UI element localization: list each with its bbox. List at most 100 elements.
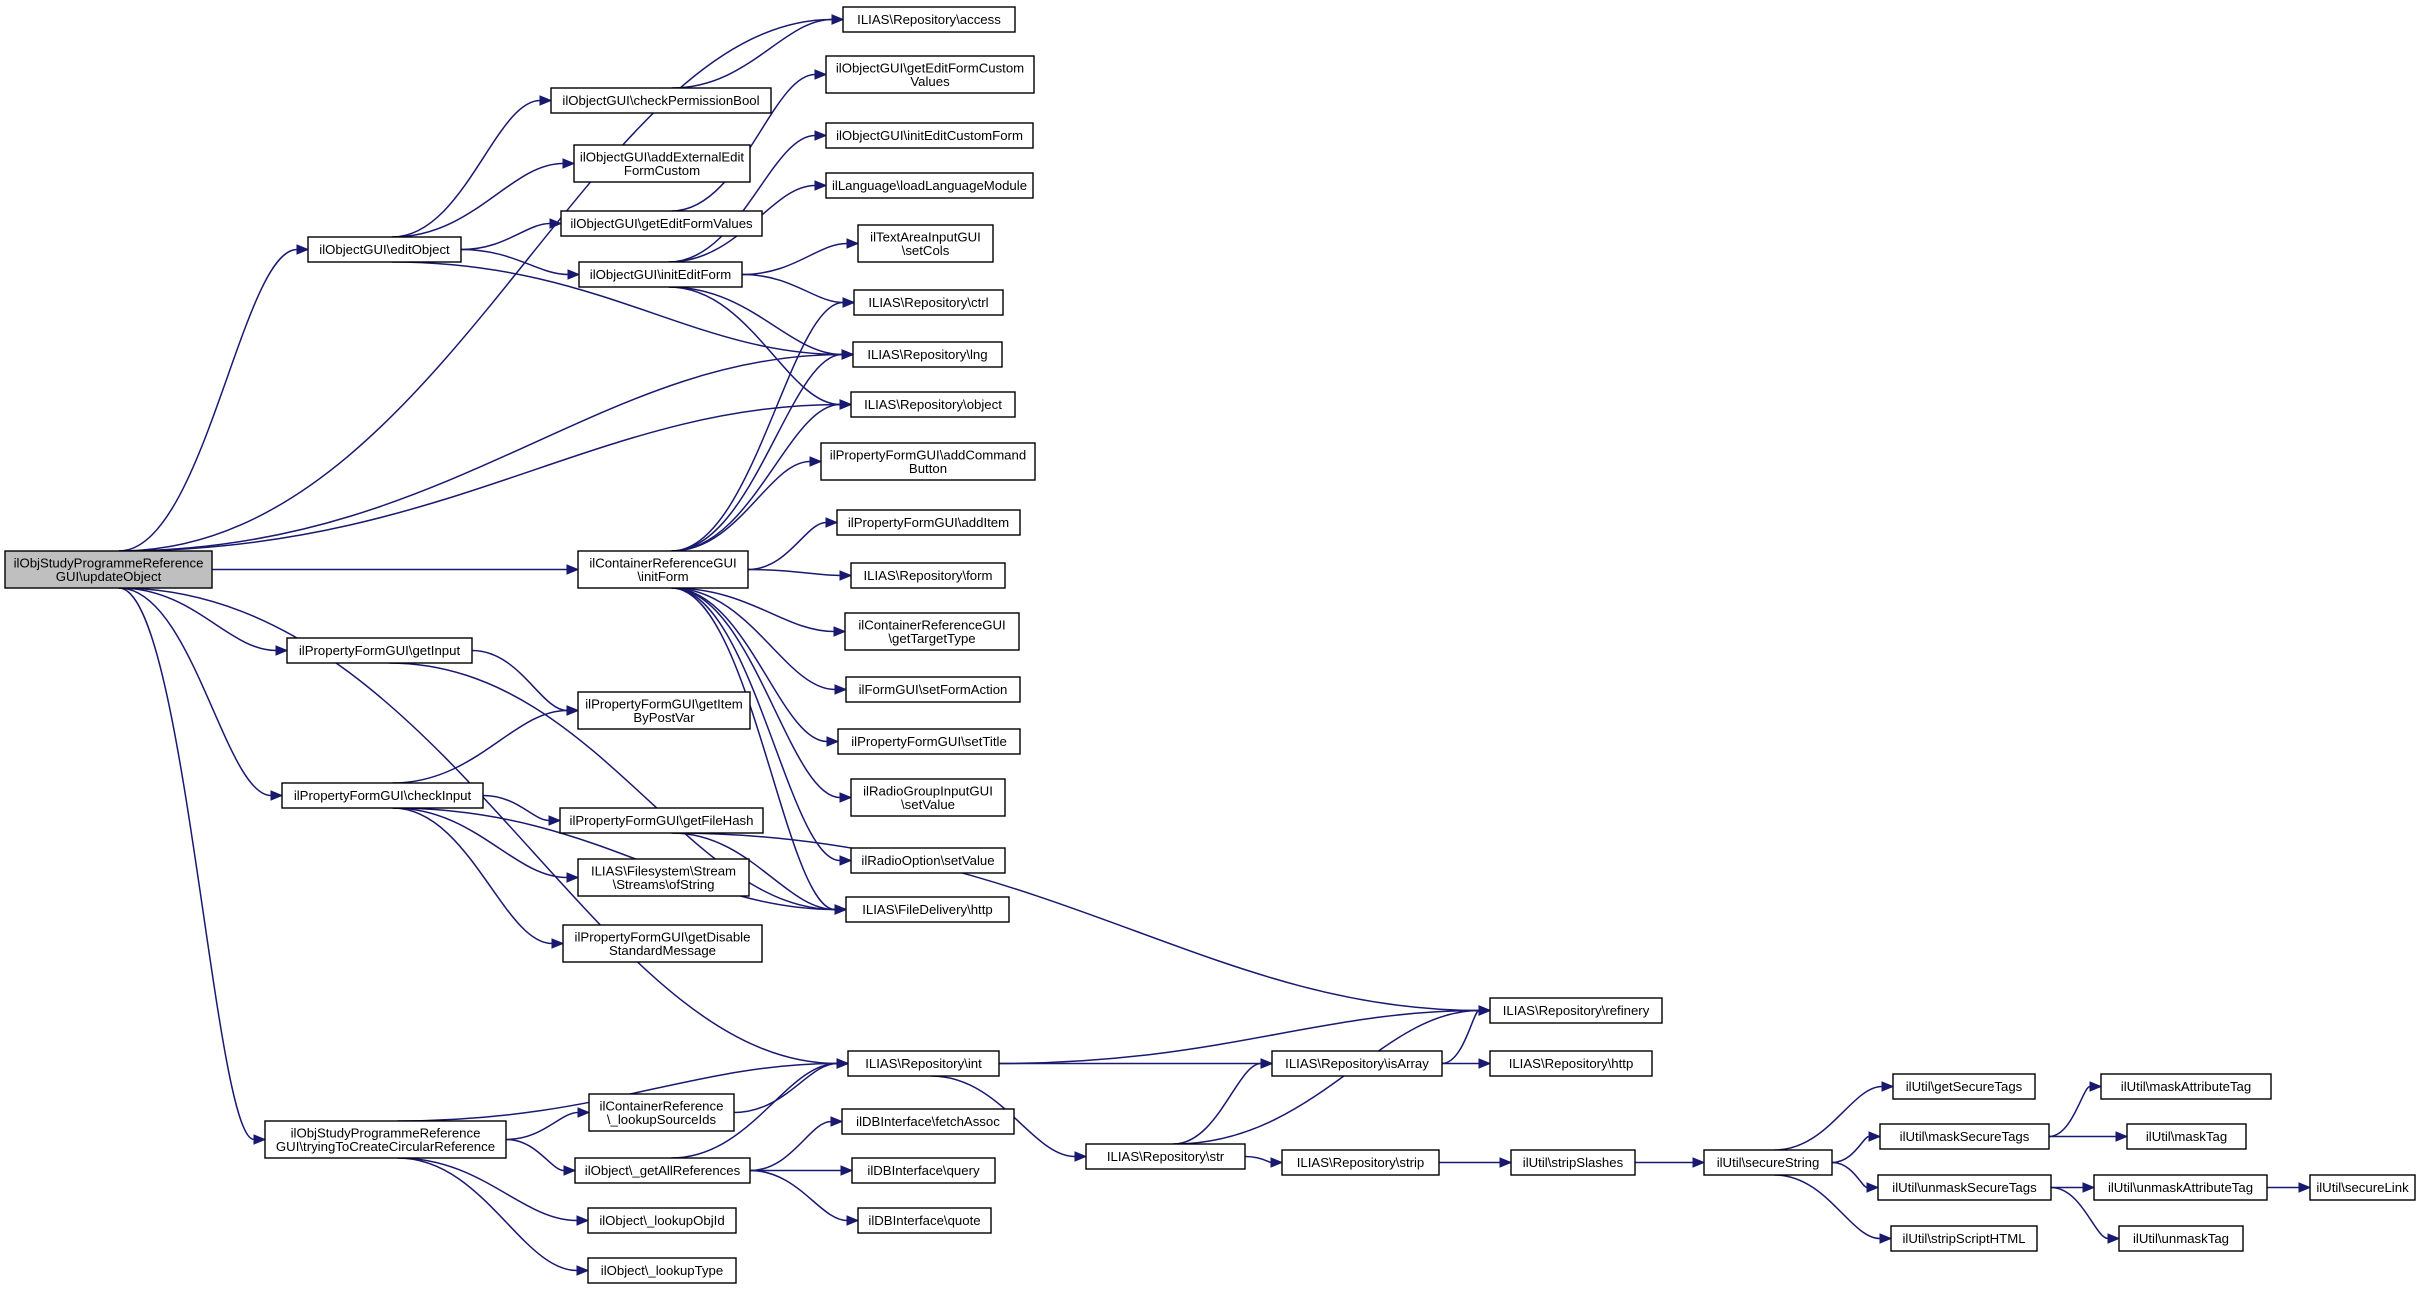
node-label: ilObject\_getAllReferences bbox=[585, 1163, 741, 1178]
node-box bbox=[850, 847, 1006, 874]
node-getDisableStandardMessage[interactable]: ilPropertyFormGUI\getDisableStandardMess… bbox=[562, 924, 763, 963]
edge-line bbox=[741, 273, 844, 304]
node-query[interactable]: ilDBInterface\query bbox=[851, 1157, 996, 1184]
arrowhead-icon bbox=[2107, 1233, 2121, 1244]
edge-initForm-to-ctrl bbox=[671, 297, 856, 552]
node-refinery[interactable]: ILIAS\Repository\refinery bbox=[1489, 997, 1663, 1024]
node-ofString[interactable]: ILIAS\Filesystem\Stream\Streams\ofString bbox=[577, 858, 750, 897]
node-rhttp[interactable]: ILIAS\Repository\http bbox=[1489, 1050, 1653, 1077]
edge-line bbox=[118, 587, 255, 1141]
node-box bbox=[857, 1207, 992, 1234]
node-setCols[interactable]: ilTextAreaInputGUI\setCols bbox=[857, 224, 994, 263]
node-isArray[interactable]: ILIAS\Repository\isArray bbox=[1271, 1050, 1443, 1077]
node-label: ilDBInterface\quote bbox=[868, 1213, 980, 1228]
node-label: ilPropertyFormGUI\addCommand bbox=[830, 447, 1026, 462]
edge-checkInput-to-getFileHash bbox=[482, 794, 562, 826]
node-box bbox=[1890, 1225, 2038, 1252]
node-label: ilPropertyFormGUI\checkInput bbox=[294, 788, 472, 803]
node-stripScriptHTML[interactable]: ilUtil\stripScriptHTML bbox=[1890, 1225, 2038, 1252]
edge-line bbox=[1831, 1161, 1868, 1189]
node-form[interactable]: ILIAS\Repository\form bbox=[850, 562, 1006, 589]
node-box bbox=[851, 1157, 996, 1184]
arrowhead-icon bbox=[841, 349, 855, 360]
node-setTitle[interactable]: ilPropertyFormGUI\setTitle bbox=[837, 728, 1021, 755]
node-getInput[interactable]: ilPropertyFormGUI\getInput bbox=[286, 637, 473, 664]
edge-checkInput-to-ofString bbox=[392, 807, 580, 883]
node-stripSlashes[interactable]: ilUtil\stripSlashes bbox=[1510, 1149, 1636, 1176]
edge-checkInput-to-getDisableStandardMessage bbox=[392, 807, 565, 949]
node-label: ilUtil\secureLink bbox=[2316, 1180, 2409, 1195]
node-checkPermissionBool[interactable]: ilObjectGUI\checkPermissionBool bbox=[550, 87, 772, 114]
node-lookupObjId[interactable]: ilObject\_lookupObjId bbox=[587, 1207, 737, 1234]
arrowhead-icon bbox=[551, 938, 565, 949]
node-unmaskTag[interactable]: ilUtil\unmaskTag bbox=[2118, 1225, 2244, 1252]
node-box bbox=[550, 87, 772, 114]
edge-int-to-isArray bbox=[998, 1058, 1274, 1069]
edge-editObject-to-checkPermissionBool bbox=[392, 95, 553, 238]
node-box bbox=[845, 676, 1021, 703]
edge-line bbox=[388, 662, 836, 911]
node-getSecureTags[interactable]: ilUtil\getSecureTags bbox=[1892, 1073, 2036, 1100]
node-fetchAssoc[interactable]: ilDBInterface\fetchAssoc bbox=[841, 1108, 1015, 1135]
arrowhead-icon bbox=[576, 1215, 590, 1226]
node-box bbox=[562, 924, 763, 963]
node-label: ilObjectGUI\initEditForm bbox=[590, 267, 731, 282]
node-getEditFormValues[interactable]: ilObjectGUI\getEditFormValues bbox=[560, 210, 763, 237]
node-unmaskSecureTags[interactable]: ilUtil\unmaskSecureTags bbox=[1877, 1174, 2052, 1201]
arrowhead-icon bbox=[834, 684, 848, 695]
node-root[interactable]: ilObjStudyProgrammeReferenceGUI\updateOb… bbox=[4, 550, 213, 589]
edge-unmaskAttributeTag-to-secureLink bbox=[2267, 1182, 2312, 1193]
node-lookupSourceIds[interactable]: ilContainerReference\_lookupSourceIds bbox=[588, 1093, 735, 1132]
node-loadLanguageModule[interactable]: ilLanguage\loadLanguageModule bbox=[825, 172, 1034, 199]
node-addItem[interactable]: ilPropertyFormGUI\addItem bbox=[836, 509, 1021, 536]
node-unmaskAttributeTag[interactable]: ilUtil\unmaskAttributeTag bbox=[2093, 1174, 2268, 1201]
node-box bbox=[4, 550, 213, 589]
node-label: ilObjectGUI\getEditFormCustom bbox=[836, 60, 1024, 75]
node-getTargetType[interactable]: ilContainerReferenceGUI\getTargetType bbox=[844, 612, 1020, 651]
arrowhead-icon bbox=[840, 1165, 854, 1176]
node-lookupType[interactable]: ilObject\_lookupType bbox=[587, 1257, 737, 1284]
node-initEditForm[interactable]: ilObjectGUI\initEditForm bbox=[578, 261, 743, 288]
node-maskTag[interactable]: ilUtil\maskTag bbox=[2126, 1123, 2247, 1150]
node-label: ilRadioGroupInputGUI bbox=[863, 783, 993, 798]
node-lng[interactable]: ILIAS\Repository\lng bbox=[852, 341, 1003, 368]
node-ctrl[interactable]: ILIAS\Repository\ctrl bbox=[853, 289, 1004, 316]
node-box bbox=[577, 858, 750, 897]
edge-line bbox=[460, 222, 551, 251]
node-box bbox=[852, 341, 1003, 368]
node-access[interactable]: ILIAS\Repository\access bbox=[842, 6, 1016, 33]
edge-root-to-getInput bbox=[118, 587, 289, 656]
node-fdhttp[interactable]: ILIAS\FileDelivery\http bbox=[845, 896, 1010, 923]
node-checkInput[interactable]: ilPropertyFormGUI\checkInput bbox=[281, 782, 484, 809]
node-optSetValue[interactable]: ilRadioOption\setValue bbox=[850, 847, 1006, 874]
node-initForm[interactable]: ilContainerReferenceGUI\initForm bbox=[577, 550, 749, 589]
node-editObject[interactable]: ilObjectGUI\editObject bbox=[307, 236, 462, 263]
node-getAllReferences[interactable]: ilObject\_getAllReferences bbox=[574, 1157, 751, 1184]
node-maskSecureTags[interactable]: ilUtil\maskSecureTags bbox=[1879, 1123, 2050, 1150]
node-int[interactable]: ILIAS\Repository\int bbox=[847, 1050, 1000, 1077]
node-quote[interactable]: ilDBInterface\quote bbox=[857, 1207, 992, 1234]
edge-getFileHash-to-refinery bbox=[671, 832, 1492, 1016]
node-setValue[interactable]: ilRadioGroupInputGUI\setValue bbox=[850, 778, 1006, 817]
node-str[interactable]: ILIAS\Repository\str bbox=[1085, 1143, 1246, 1170]
edge-line bbox=[118, 403, 841, 552]
node-getFileHash[interactable]: ilPropertyFormGUI\getFileHash bbox=[559, 807, 764, 834]
node-secureString[interactable]: ilUtil\secureString bbox=[1703, 1149, 1833, 1176]
node-initEditCustomForm[interactable]: ilObjectGUI\initEditCustomForm bbox=[825, 122, 1034, 149]
node-maskAttributeTag[interactable]: ilUtil\maskAttributeTag bbox=[2100, 1073, 2272, 1100]
node-label: ilContainerReferenceGUI bbox=[858, 617, 1005, 632]
node-strip[interactable]: ILIAS\Repository\strip bbox=[1281, 1149, 1440, 1176]
node-label: ilUtil\getSecureTags bbox=[1906, 1079, 2023, 1094]
edge-line bbox=[118, 353, 843, 552]
node-trying[interactable]: ilObjStudyProgrammeReferenceGUI\tryingTo… bbox=[264, 1120, 507, 1159]
node-secureLink[interactable]: ilUtil\secureLink bbox=[2309, 1174, 2416, 1201]
node-setFormAction[interactable]: ilFormGUI\setFormAction bbox=[845, 676, 1021, 703]
node-object[interactable]: ILIAS\Repository\object bbox=[850, 391, 1016, 418]
edge-unmaskSecureTags-to-unmaskAttributeTag bbox=[2051, 1182, 2096, 1193]
node-label: ilUtil\secureString bbox=[1717, 1155, 1820, 1170]
edge-initForm-to-optSetValue bbox=[671, 587, 853, 866]
